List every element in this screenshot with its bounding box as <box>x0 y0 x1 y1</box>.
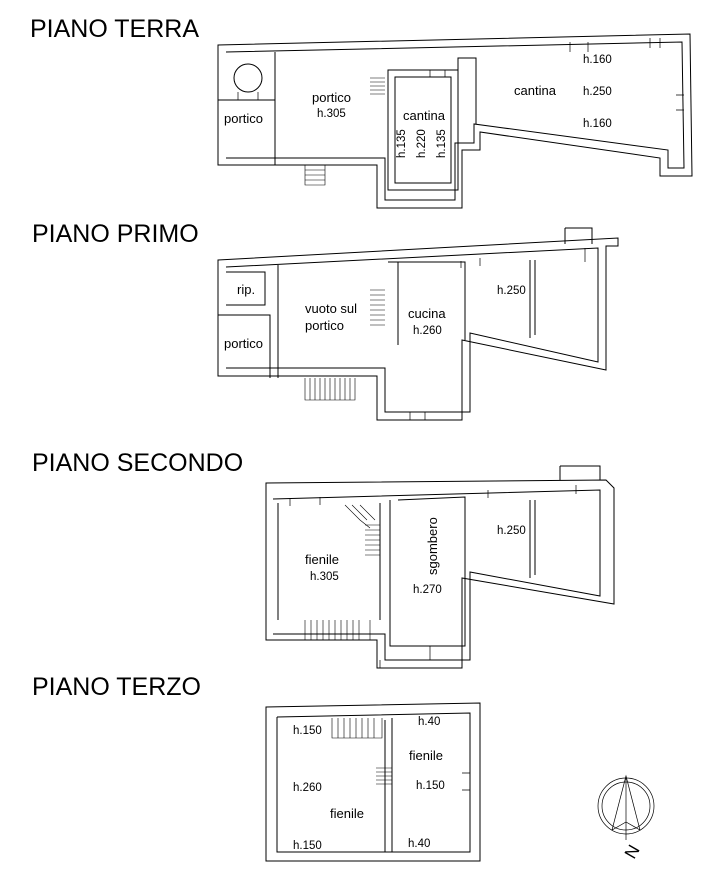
floor-title-terzo: PIANO TERZO <box>32 673 201 701</box>
label-terzo-right-h2: h.150 <box>416 780 445 792</box>
label-cantina-small-h2: h.220 <box>416 129 428 158</box>
plan-piano-secondo <box>265 465 615 669</box>
label-portico-primo: portico <box>224 336 263 351</box>
label-sgombero: sgombero <box>425 517 440 575</box>
floor-title-terra: PIANO TERRA <box>30 15 199 43</box>
label-terzo-left-h1: h.150 <box>293 725 322 737</box>
label-cantina-big-h3: h.160 <box>583 118 612 130</box>
label-primo-right-height: h.250 <box>497 285 526 297</box>
label-cucina: cucina <box>408 306 446 321</box>
label-cantina-big: cantina <box>514 83 557 98</box>
label-secondo-right-height: h.250 <box>497 525 526 537</box>
label-cantina-big-h1: h.160 <box>583 54 612 66</box>
label-cucina-height: h.260 <box>413 325 442 337</box>
label-terzo-left-h3: h.150 <box>293 840 322 852</box>
label-vuoto-line2: portico <box>305 318 344 333</box>
label-terzo-right-h3: h.40 <box>408 838 430 850</box>
label-portico-main-height: h.305 <box>317 108 346 120</box>
label-fienile-secondo-height: h.305 <box>310 571 339 583</box>
label-cantina-big-h2: h.250 <box>583 86 612 98</box>
label-portico-small: portico <box>224 111 263 126</box>
north-arrow-icon: N <box>597 774 655 862</box>
label-cantina-small: cantina <box>403 108 446 123</box>
label-cantina-small-h1: h.135 <box>396 129 408 158</box>
label-rip: rip. <box>237 282 255 297</box>
label-cantina-small-h3: h.135 <box>436 129 448 158</box>
label-terzo-left-fienile: fienile <box>330 806 364 821</box>
plan-piano-primo <box>217 227 619 421</box>
label-vuoto-line1: vuoto sul <box>305 301 357 316</box>
north-letter: N <box>620 841 644 862</box>
plan-piano-terra <box>217 33 693 209</box>
floor-title-primo: PIANO PRIMO <box>32 220 199 248</box>
label-sgombero-height: h.270 <box>413 584 442 596</box>
plan-piano-terzo <box>265 702 481 862</box>
label-portico-main: portico <box>312 90 351 105</box>
label-terzo-left-h2: h.260 <box>293 782 322 794</box>
label-terzo-right-fienile: fienile <box>409 748 443 763</box>
label-terzo-right-h1: h.40 <box>418 716 440 728</box>
floor-title-secondo: PIANO SECONDO <box>32 449 243 477</box>
label-fienile-secondo: fienile <box>305 552 339 567</box>
